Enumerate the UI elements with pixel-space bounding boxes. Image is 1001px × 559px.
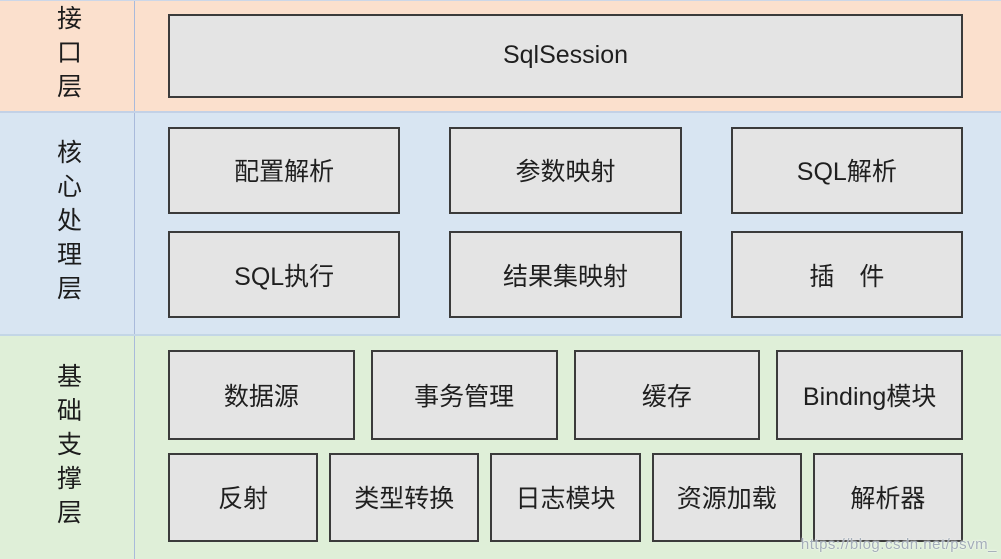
core-processing-layer: 核心处理层 配置解析 参数映射 SQL解析 SQL执行 结果集映射 插 件 bbox=[0, 112, 1001, 337]
interface-row: SqlSession bbox=[168, 14, 963, 98]
box-sqlsession: SqlSession bbox=[168, 14, 963, 98]
core-layer-label-text: 核心处理层 bbox=[53, 138, 82, 309]
core-layer-content: 配置解析 参数映射 SQL解析 SQL执行 结果集映射 插 件 bbox=[135, 113, 1001, 335]
box-parser: 解析器 bbox=[812, 452, 964, 542]
foundation-row-2: 反射 类型转换 日志模块 资源加载 解析器 bbox=[168, 452, 964, 542]
interface-layer-label-text: 接口层 bbox=[53, 4, 82, 107]
box-parameter-mapping: 参数映射 bbox=[449, 126, 682, 215]
box-plugin: 插 件 bbox=[730, 231, 963, 319]
core-row-2: SQL执行 结果集映射 插 件 bbox=[168, 231, 963, 319]
foundation-layer-content: 数据源 事务管理 缓存 Binding模块 反射 类型转换 日志模块 资源加载 … bbox=[135, 336, 1001, 559]
box-config-parsing: 配置解析 bbox=[168, 126, 401, 215]
box-resultset-mapping: 结果集映射 bbox=[449, 231, 682, 319]
box-reflection: 反射 bbox=[168, 452, 319, 542]
foundation-support-layer: 基础支撑层 数据源 事务管理 缓存 Binding模块 反射 类型转换 日志模块… bbox=[0, 336, 1001, 559]
box-resource-loading: 资源加载 bbox=[651, 452, 802, 542]
core-layer-label: 核心处理层 bbox=[0, 112, 135, 335]
box-cache: 缓存 bbox=[573, 350, 761, 440]
foundation-layer-label-text: 基础支撑层 bbox=[53, 362, 82, 533]
box-datasource: 数据源 bbox=[168, 350, 355, 440]
interface-layer-content: SqlSession bbox=[135, 1, 1001, 111]
box-sql-parsing: SQL解析 bbox=[730, 126, 963, 215]
box-binding-module: Binding模块 bbox=[776, 350, 963, 440]
box-type-conversion: 类型转换 bbox=[329, 452, 480, 542]
foundation-layer-label: 基础支撑层 bbox=[0, 336, 135, 559]
box-logging-module: 日志模块 bbox=[490, 452, 641, 542]
core-row-1: 配置解析 参数映射 SQL解析 bbox=[168, 126, 963, 215]
interface-layer-label: 接口层 bbox=[0, 1, 135, 111]
box-sql-execution: SQL执行 bbox=[168, 231, 401, 319]
interface-layer: 接口层 SqlSession bbox=[0, 1, 1001, 113]
foundation-row-1: 数据源 事务管理 缓存 Binding模块 bbox=[168, 350, 963, 440]
box-transaction-management: 事务管理 bbox=[370, 350, 558, 440]
